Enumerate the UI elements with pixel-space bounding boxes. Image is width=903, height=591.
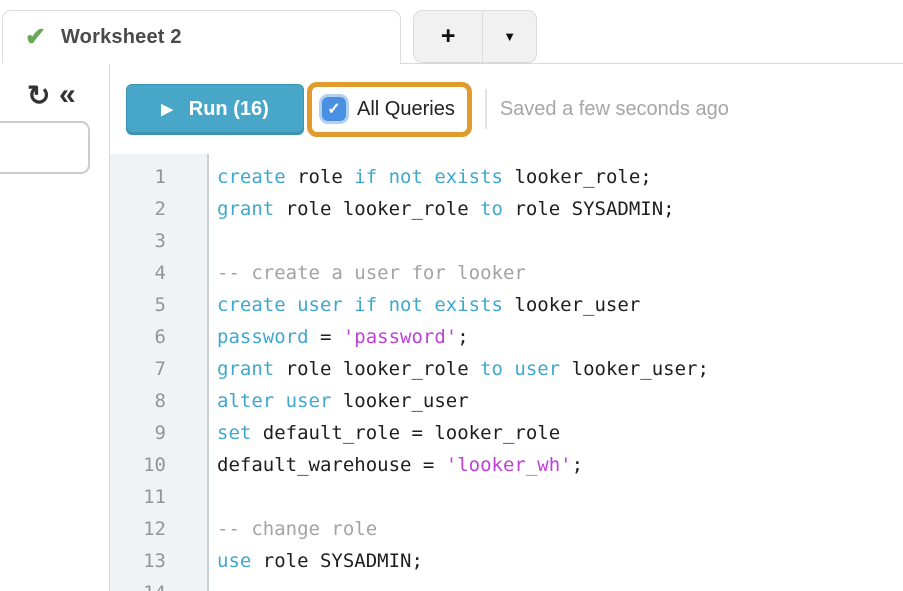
- line-number-gutter: 1234567891011121314: [110, 154, 209, 591]
- tab-worksheet-2[interactable]: ✔ Worksheet 2: [2, 10, 401, 64]
- code-token-p: role looker_role: [274, 198, 481, 220]
- code-token-p: looker_user: [331, 390, 469, 412]
- code-token-str: 'password': [342, 326, 458, 348]
- code-line: -- create a user for looker: [217, 257, 903, 289]
- content-row: ↻ « ▶ Run (16) ✓ All Queries Saved a few…: [0, 63, 903, 591]
- line-number: 14: [110, 577, 207, 591]
- collapse-sidebar-icon[interactable]: «: [59, 78, 76, 111]
- line-number: 3: [154, 230, 166, 252]
- all-queries-checkbox[interactable]: ✓: [322, 97, 346, 121]
- code-token-p: looker_user;: [560, 358, 709, 380]
- all-queries-highlight-box: ✓ All Queries: [307, 81, 472, 137]
- code-line: -- change role: [217, 513, 903, 545]
- code-line: [217, 481, 903, 513]
- tab-label: Worksheet 2: [60, 26, 182, 48]
- code-token-kw: to user: [480, 358, 561, 380]
- code-token-kw: to: [480, 198, 503, 220]
- line-number: 10: [143, 454, 166, 476]
- code-token-kw: create user if not exists: [217, 294, 503, 316]
- worksheet-menu-button[interactable]: ▼: [483, 11, 536, 62]
- code-line: create role if not exists looker_role;: [217, 161, 903, 193]
- line-number: 6: [154, 326, 166, 348]
- code-area[interactable]: create role if not exists looker_role;gr…: [209, 154, 903, 591]
- code-token-p: default_role = looker_role: [251, 422, 561, 444]
- line-number: 1: [154, 166, 166, 188]
- run-button-label: Run (16): [188, 97, 269, 120]
- all-queries-label[interactable]: All Queries: [357, 97, 455, 120]
- line-number: 13: [143, 550, 166, 572]
- tab-actions-group: + ▼: [413, 10, 537, 63]
- code-token-kw: password: [217, 326, 309, 348]
- code-token-p: ;: [571, 454, 584, 476]
- saved-status: Saved a few seconds ago: [499, 97, 729, 120]
- code-line: set default_role = looker_role: [217, 417, 903, 449]
- code-token-p: role: [285, 166, 355, 188]
- worksheet-toolbar: ▶ Run (16) ✓ All Queries Saved a few sec…: [110, 64, 903, 154]
- sidebar-search-box[interactable]: [0, 121, 90, 174]
- object-sidebar: ↻ «: [0, 63, 109, 591]
- caret-down-icon: ▼: [503, 29, 517, 44]
- code-token-p: default_warehouse =: [217, 454, 446, 476]
- worksheet-pane: ▶ Run (16) ✓ All Queries Saved a few sec…: [109, 63, 903, 591]
- code-line: [217, 577, 903, 591]
- plus-icon: +: [440, 22, 456, 50]
- line-number: 8: [154, 390, 166, 412]
- run-button[interactable]: ▶ Run (16): [126, 83, 304, 135]
- refresh-icon[interactable]: ↻: [27, 80, 51, 111]
- checkmark-icon: ✓: [327, 101, 341, 118]
- code-token-kw: grant: [217, 358, 275, 380]
- line-number: 12: [143, 518, 166, 540]
- code-line: grant role looker_role to user looker_us…: [217, 353, 903, 385]
- code-token-p: looker_user: [502, 294, 641, 316]
- line-number: 4: [154, 262, 166, 284]
- play-icon: ▶: [161, 100, 173, 118]
- code-token-p: =: [308, 326, 343, 348]
- code-token-p: role looker_role: [274, 358, 481, 380]
- toolbar-divider: [484, 89, 487, 129]
- code-token-p: looker_role;: [503, 166, 652, 188]
- code-token-kw: if not exists: [354, 166, 503, 188]
- sql-editor[interactable]: 1234567891011121314 create role if not e…: [110, 154, 903, 591]
- new-worksheet-button[interactable]: +: [414, 11, 484, 62]
- code-token-kw: alter user: [217, 390, 332, 412]
- code-token-com: -- create a user for looker: [217, 262, 526, 284]
- green-check-icon: ✔: [25, 23, 46, 51]
- line-number: 11: [143, 486, 166, 508]
- line-number: 9: [154, 422, 166, 444]
- code-token-com: -- change role: [217, 518, 378, 540]
- code-token-kw: use: [217, 550, 252, 572]
- code-token-p: role SYSADMIN;: [503, 198, 675, 220]
- line-number: 2: [154, 198, 166, 220]
- code-token-kw: set: [217, 422, 252, 444]
- code-line: grant role looker_role to role SYSADMIN;: [217, 193, 903, 225]
- code-line: [217, 225, 903, 257]
- code-token-p: role SYSADMIN;: [251, 550, 423, 572]
- line-number: 5: [154, 294, 166, 316]
- code-token-kw: grant: [217, 198, 275, 220]
- code-token-kw: create: [217, 166, 286, 188]
- code-token-str: 'looker_wh': [445, 454, 572, 476]
- code-line: password = 'password';: [217, 321, 903, 353]
- tab-bar: ✔ Worksheet 2 + ▼: [0, 0, 903, 64]
- code-line: use role SYSADMIN;: [217, 545, 903, 577]
- code-token-p: ;: [457, 326, 469, 348]
- code-line: alter user looker_user: [217, 385, 903, 417]
- code-line: default_warehouse = 'looker_wh';: [217, 449, 903, 481]
- code-line: create user if not exists looker_user: [217, 289, 903, 321]
- line-number: 7: [154, 358, 166, 380]
